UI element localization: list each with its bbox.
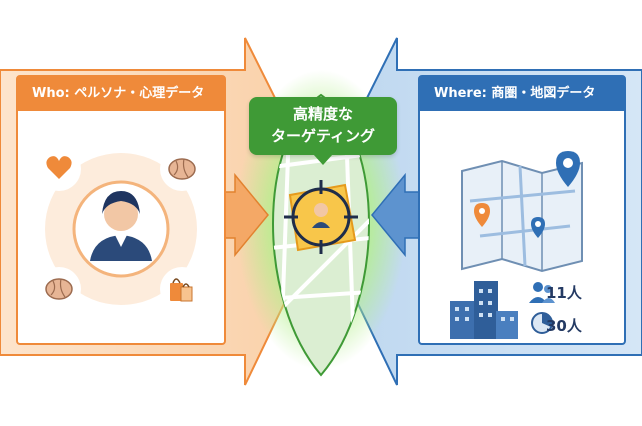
persona-avatar-icon bbox=[90, 191, 152, 261]
pie-chart-icon bbox=[531, 312, 553, 334]
building-icon bbox=[450, 281, 518, 339]
pie-count: 30人 bbox=[546, 317, 582, 335]
map-icon bbox=[461, 159, 583, 273]
where-panel-title: Where: 商圏・地図データ bbox=[420, 77, 624, 111]
location-pin-icon bbox=[474, 203, 490, 227]
center-label-pointer bbox=[313, 154, 333, 165]
center-label-line2: ターゲティング bbox=[270, 127, 376, 145]
who-panel-title: Who: ペルソナ・心理データ bbox=[18, 77, 224, 111]
heart-icon bbox=[37, 147, 81, 191]
center-label-line1: 高精度な bbox=[292, 105, 353, 123]
location-pin-icon bbox=[531, 217, 545, 238]
who-panel: Who: ペルソナ・心理データ bbox=[16, 75, 226, 345]
center-label: 高精度な ターゲティング bbox=[249, 97, 397, 155]
where-panel: Where: 商圏・地図データ bbox=[418, 75, 626, 345]
brain-icon bbox=[160, 147, 204, 191]
target-crosshair-icon bbox=[284, 180, 358, 254]
people-count: 11人 bbox=[546, 284, 582, 302]
brain-icon bbox=[37, 267, 81, 311]
people-icon bbox=[529, 282, 555, 303]
location-pin-icon bbox=[556, 151, 580, 187]
shopping-bags-icon bbox=[160, 267, 204, 311]
